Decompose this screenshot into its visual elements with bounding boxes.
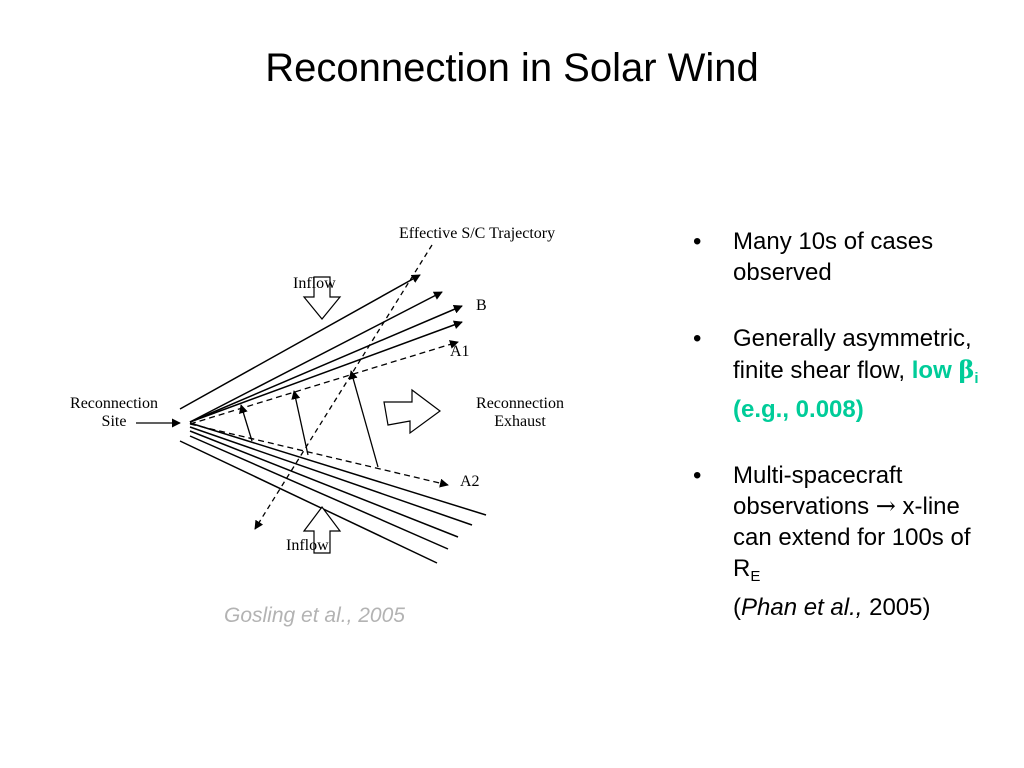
upper-field-lines xyxy=(179,274,463,423)
label-exhaust-line2: Exhaust xyxy=(494,413,546,431)
field-line xyxy=(189,320,463,423)
bullet-item-multispacecraft: • Multi-spacecraft observations → x-line… xyxy=(693,460,993,623)
lower-field-lines xyxy=(179,422,487,564)
label-inflow-top: Inflow xyxy=(293,275,336,292)
slide-title: Reconnection in Solar Wind xyxy=(265,46,759,90)
boundary-a1 xyxy=(189,340,459,425)
bullet-marker: • xyxy=(693,228,702,255)
highlight-low: low xyxy=(911,357,959,384)
bullet-item-asymmetric: • Generally asymmetric, finite shear flo… xyxy=(693,323,993,425)
exhaust-boundaries xyxy=(189,340,459,488)
bullet-marker: • xyxy=(693,325,702,352)
label-trajectory: Effective S/C Trajectory xyxy=(399,225,556,242)
kink-1 xyxy=(239,404,253,442)
re-subscript: E xyxy=(750,568,761,585)
kink-3 xyxy=(348,370,379,468)
citation-year: 2005) xyxy=(862,594,931,621)
bullet-text-b: x-line can extend for 100s of R xyxy=(733,493,971,582)
field-line xyxy=(189,435,449,550)
label-reconnection-site: Reconnection Site xyxy=(56,395,172,432)
bullet-list: • Many 10s of cases observed • Generally… xyxy=(693,226,993,658)
inflow-bottom-arrow xyxy=(302,506,342,554)
label-exhaust-line1: Reconnection xyxy=(476,395,564,412)
label-a2: A2 xyxy=(460,473,480,490)
diagram-drawing xyxy=(136,244,487,564)
kink-2 xyxy=(291,390,309,456)
bullet-item-cases: • Many 10s of cases observed xyxy=(693,226,993,288)
arrow-right-icon: → xyxy=(875,492,896,520)
bullet-text-a: Multi-spacecraft observations xyxy=(733,462,903,520)
kinked-field-lines xyxy=(239,370,379,468)
figure-citation: Gosling et al., 2005 xyxy=(224,604,405,627)
beta-subscript: i xyxy=(974,370,979,387)
label-a1: A1 xyxy=(450,343,470,360)
reconnection-diagram: Effective S/C Trajectory Inflow B A1 Rec… xyxy=(40,215,600,575)
highlight-example: (e.g., 0.008) xyxy=(733,396,864,423)
beta-symbol: β xyxy=(958,355,975,384)
label-reconnection-exhaust: Reconnection Exhaust xyxy=(456,395,584,432)
label-inflow-bottom: Inflow xyxy=(286,537,329,554)
field-line xyxy=(179,274,421,410)
bullet-marker: • xyxy=(693,462,702,489)
trajectory-line xyxy=(254,244,433,530)
label-site-line1: Reconnection xyxy=(70,395,158,412)
citation-author: Phan et al., xyxy=(741,594,863,621)
field-line xyxy=(189,426,473,526)
field-line xyxy=(179,440,438,564)
boundary-a2 xyxy=(189,423,449,488)
field-line xyxy=(189,291,443,423)
label-b: B xyxy=(476,297,487,314)
field-line xyxy=(189,430,459,538)
bullet-text: Generally asymmetric, finite shear flow, xyxy=(733,325,972,384)
field-line xyxy=(189,422,487,516)
bullet-text: Many 10s of cases observed xyxy=(733,228,934,286)
field-line xyxy=(189,305,463,423)
inflow-top-arrow xyxy=(302,276,342,320)
paren-open: ( xyxy=(733,594,741,621)
label-site-line2: Site xyxy=(101,413,127,431)
exhaust-arrow xyxy=(383,388,442,435)
